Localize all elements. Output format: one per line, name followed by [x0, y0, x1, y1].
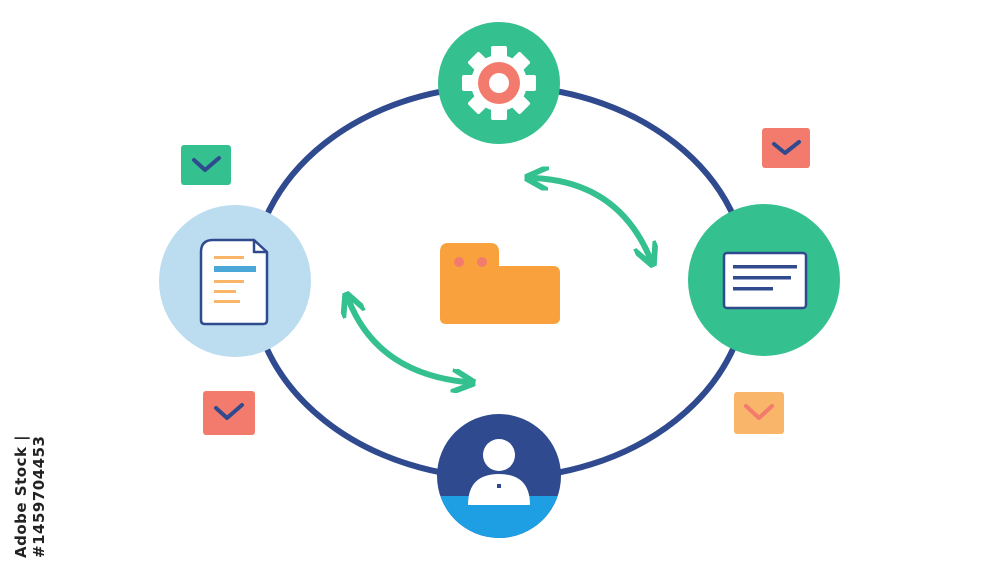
checkbox-icon [734, 392, 784, 434]
gear-icon [462, 46, 536, 120]
sync-arrow [534, 178, 650, 258]
settings-node [438, 22, 560, 144]
stock-id-label: Adobe Stock | #1459704453 [12, 434, 48, 558]
sync-arrow [349, 301, 466, 382]
user-node [437, 414, 561, 538]
document-node [159, 205, 311, 357]
checkbox-icon [762, 128, 810, 168]
browser-node [688, 204, 840, 356]
browser-window-icon [722, 251, 808, 310]
document-icon [199, 238, 269, 326]
folder-icon [440, 243, 560, 324]
user-icon [468, 439, 530, 505]
checkbox-icon [203, 391, 255, 435]
checkbox-icon [181, 145, 231, 185]
